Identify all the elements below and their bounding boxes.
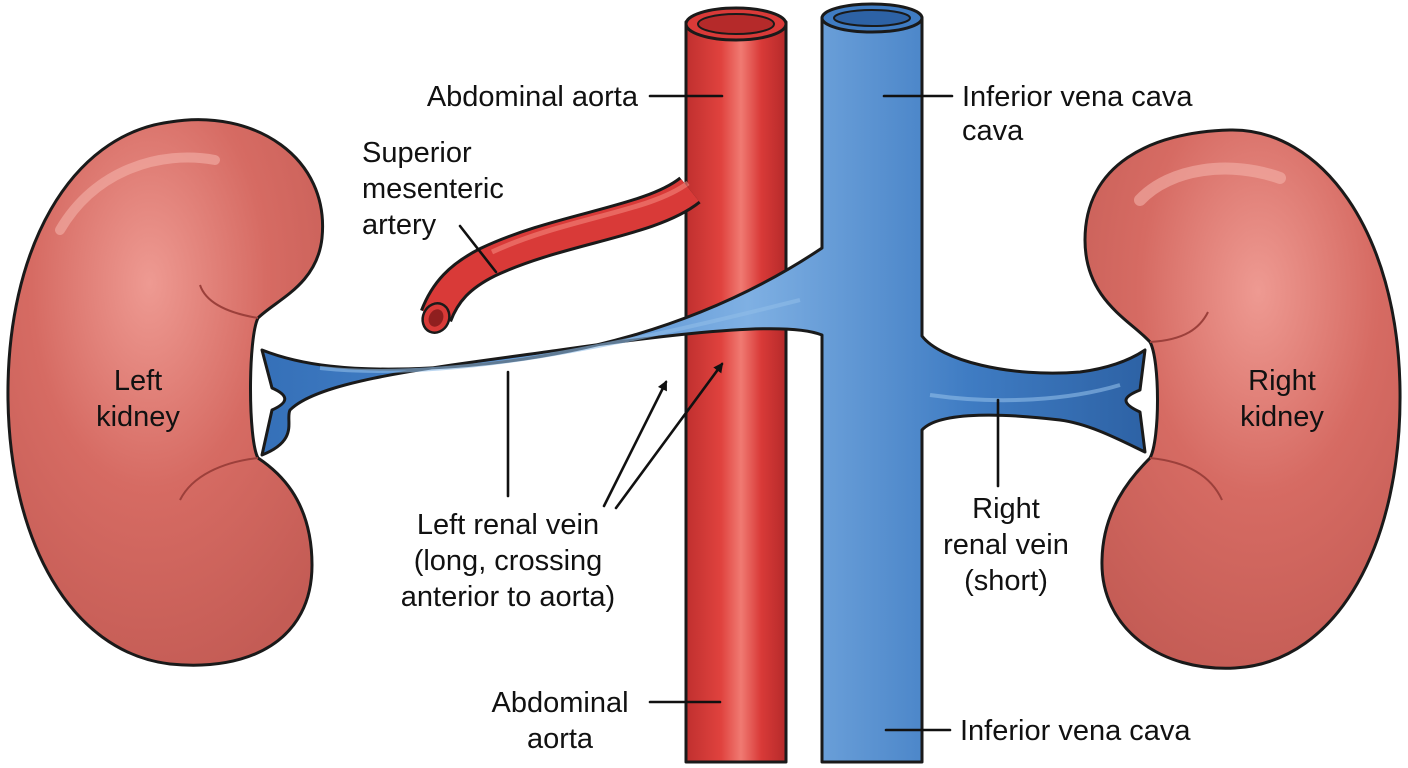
svg-text:Abdominal: Abdominal: [491, 687, 628, 719]
label-superior-mesenteric-artery: Superior mesenteric artery: [362, 137, 504, 274]
label-left-renal-vein: Left renal vein (long, crossing anterior…: [401, 362, 724, 613]
svg-text:Left: Left: [114, 365, 162, 397]
label-abdominal-aorta-bottom: Abdominal aorta: [491, 687, 722, 755]
abdominal-aorta: [684, 6, 788, 764]
svg-text:kidney: kidney: [1240, 401, 1324, 433]
label-abdominal-aorta-top: Abdominal aorta: [427, 81, 724, 113]
svg-text:Abdominal aorta: Abdominal aorta: [427, 81, 639, 113]
label-left-kidney: Left kidney: [96, 365, 180, 433]
svg-text:renal vein: renal vein: [943, 529, 1069, 561]
label-right-renal-vein: Right renal vein (short): [943, 398, 1069, 597]
svg-text:Right: Right: [972, 493, 1040, 525]
svg-text:mesenteric: mesenteric: [362, 173, 504, 205]
svg-text:Inferior vena cava: Inferior vena cava: [960, 715, 1191, 747]
svg-text:(short): (short): [964, 565, 1048, 597]
superior-mesenteric-artery: [420, 176, 701, 334]
svg-text:aorta: aorta: [527, 723, 594, 755]
svg-text:Right: Right: [1248, 365, 1316, 397]
svg-text:artery: artery: [362, 209, 437, 241]
svg-text:Inferior vena cava: Inferior vena cava: [962, 81, 1193, 113]
svg-text:(long, crossing: (long, crossing: [414, 545, 603, 577]
label-inferior-vena-cava-top: Inferior vena cava cava: [882, 81, 1193, 147]
label-right-kidney: Right kidney: [1240, 365, 1324, 433]
right-kidney: [1083, 128, 1402, 670]
svg-text:anterior to aorta): anterior to aorta): [401, 581, 615, 613]
inferior-vena-cava: [260, 2, 1147, 764]
svg-text:Left renal vein: Left renal vein: [417, 509, 599, 541]
svg-text:kidney: kidney: [96, 401, 180, 433]
label-inferior-vena-cava-bottom: Inferior vena cava: [884, 715, 1191, 747]
svg-text:Superior: Superior: [362, 137, 472, 169]
svg-text:cava: cava: [962, 115, 1024, 147]
left-kidney: [6, 118, 325, 667]
